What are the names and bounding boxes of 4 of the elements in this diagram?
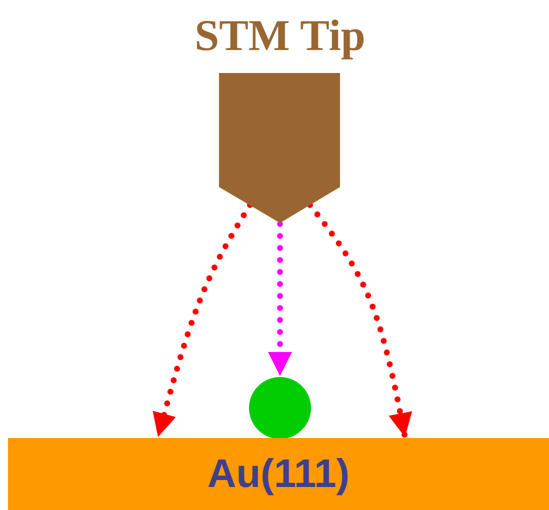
tip-label: STM Tip — [194, 10, 366, 62]
substrate-bar — [8, 438, 549, 510]
dotted-arrow — [307, 202, 412, 440]
substrate-label: Au(111) — [207, 452, 350, 496]
